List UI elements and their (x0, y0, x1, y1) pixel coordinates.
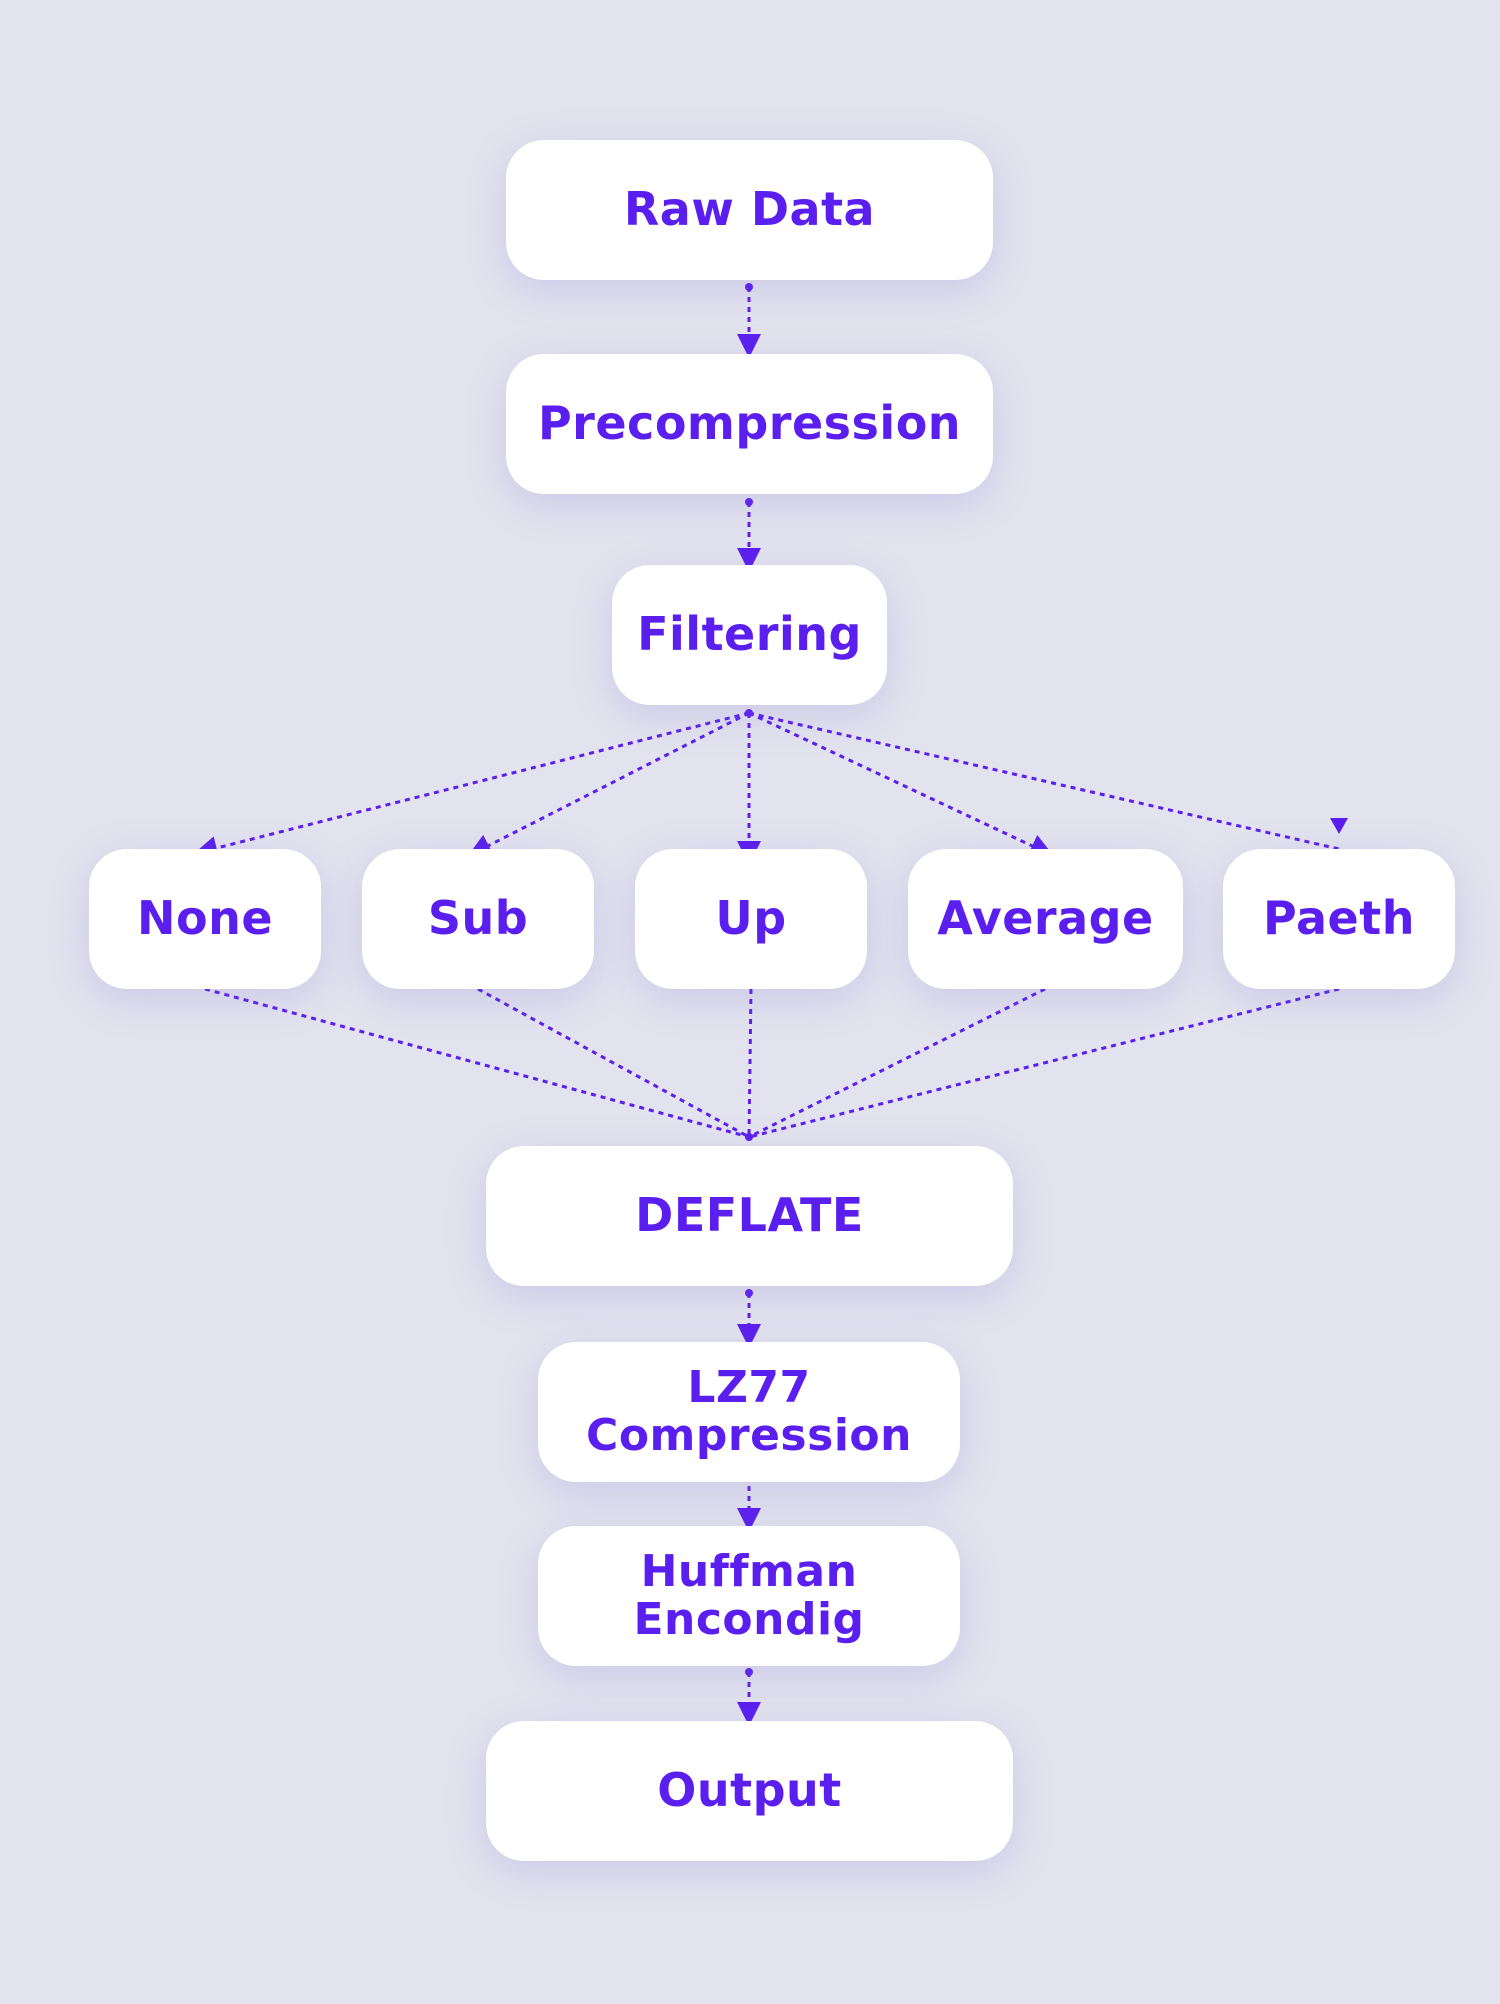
node-none-label: None (136, 891, 274, 946)
node-paeth: Paeth (1223, 849, 1455, 989)
dot-raw-out (745, 283, 753, 291)
node-up: Up (635, 849, 867, 989)
edge-none-to-deflate (204, 987, 750, 1139)
node-sub-label: Sub (427, 891, 529, 946)
dot-filter-out (745, 709, 753, 717)
node-lz77-line2: Compression (586, 1410, 912, 1461)
node-huffman-line2: Encondig (633, 1594, 865, 1645)
edge-filter-to-none (193, 711, 750, 860)
node-average: Average (908, 849, 1183, 989)
node-deflate-label: DEFLATE (635, 1188, 864, 1243)
dot-huffman-out (745, 1668, 753, 1676)
node-paeth-label: Paeth (1263, 891, 1415, 946)
node-sub: Sub (362, 849, 594, 989)
node-output-label: Output (657, 1763, 842, 1818)
dot-deflate-in (745, 1133, 753, 1141)
edge-average-to-deflate (748, 987, 1046, 1139)
paeth-arrowhead (1330, 818, 1348, 834)
edge-sub-to-deflate (477, 987, 750, 1139)
node-raw-data-label: Raw Data (623, 182, 876, 237)
node-lz77-line1: LZ77 (687, 1362, 811, 1414)
edge-up-to-deflate (747, 988, 753, 1138)
edge-filter-to-sub (467, 711, 750, 857)
node-precompression-label: Precompression (537, 396, 962, 451)
node-up-label: Up (715, 891, 787, 946)
edge-filter-to-paeth (748, 711, 1340, 851)
node-huffman-line1: Huffman (640, 1546, 858, 1598)
node-raw-data: Raw Data (506, 140, 993, 280)
edge-filter-to-average (748, 711, 1054, 857)
node-filtering-label: Filtering (637, 607, 862, 662)
node-output: Output (486, 1721, 1013, 1861)
node-filtering: Filtering (612, 565, 887, 705)
node-average-label: Average (937, 891, 1154, 946)
node-none: None (89, 849, 321, 989)
node-lz77-compression: LZ77 Compression (538, 1342, 960, 1482)
node-huffman-encoding: Huffman Encondig (538, 1526, 960, 1666)
node-precompression: Precompression (506, 354, 993, 494)
edge-paeth-to-deflate (748, 987, 1340, 1139)
dot-deflate-out (745, 1289, 753, 1297)
node-deflate: DEFLATE (486, 1146, 1013, 1286)
dot-pre-out (745, 498, 753, 506)
